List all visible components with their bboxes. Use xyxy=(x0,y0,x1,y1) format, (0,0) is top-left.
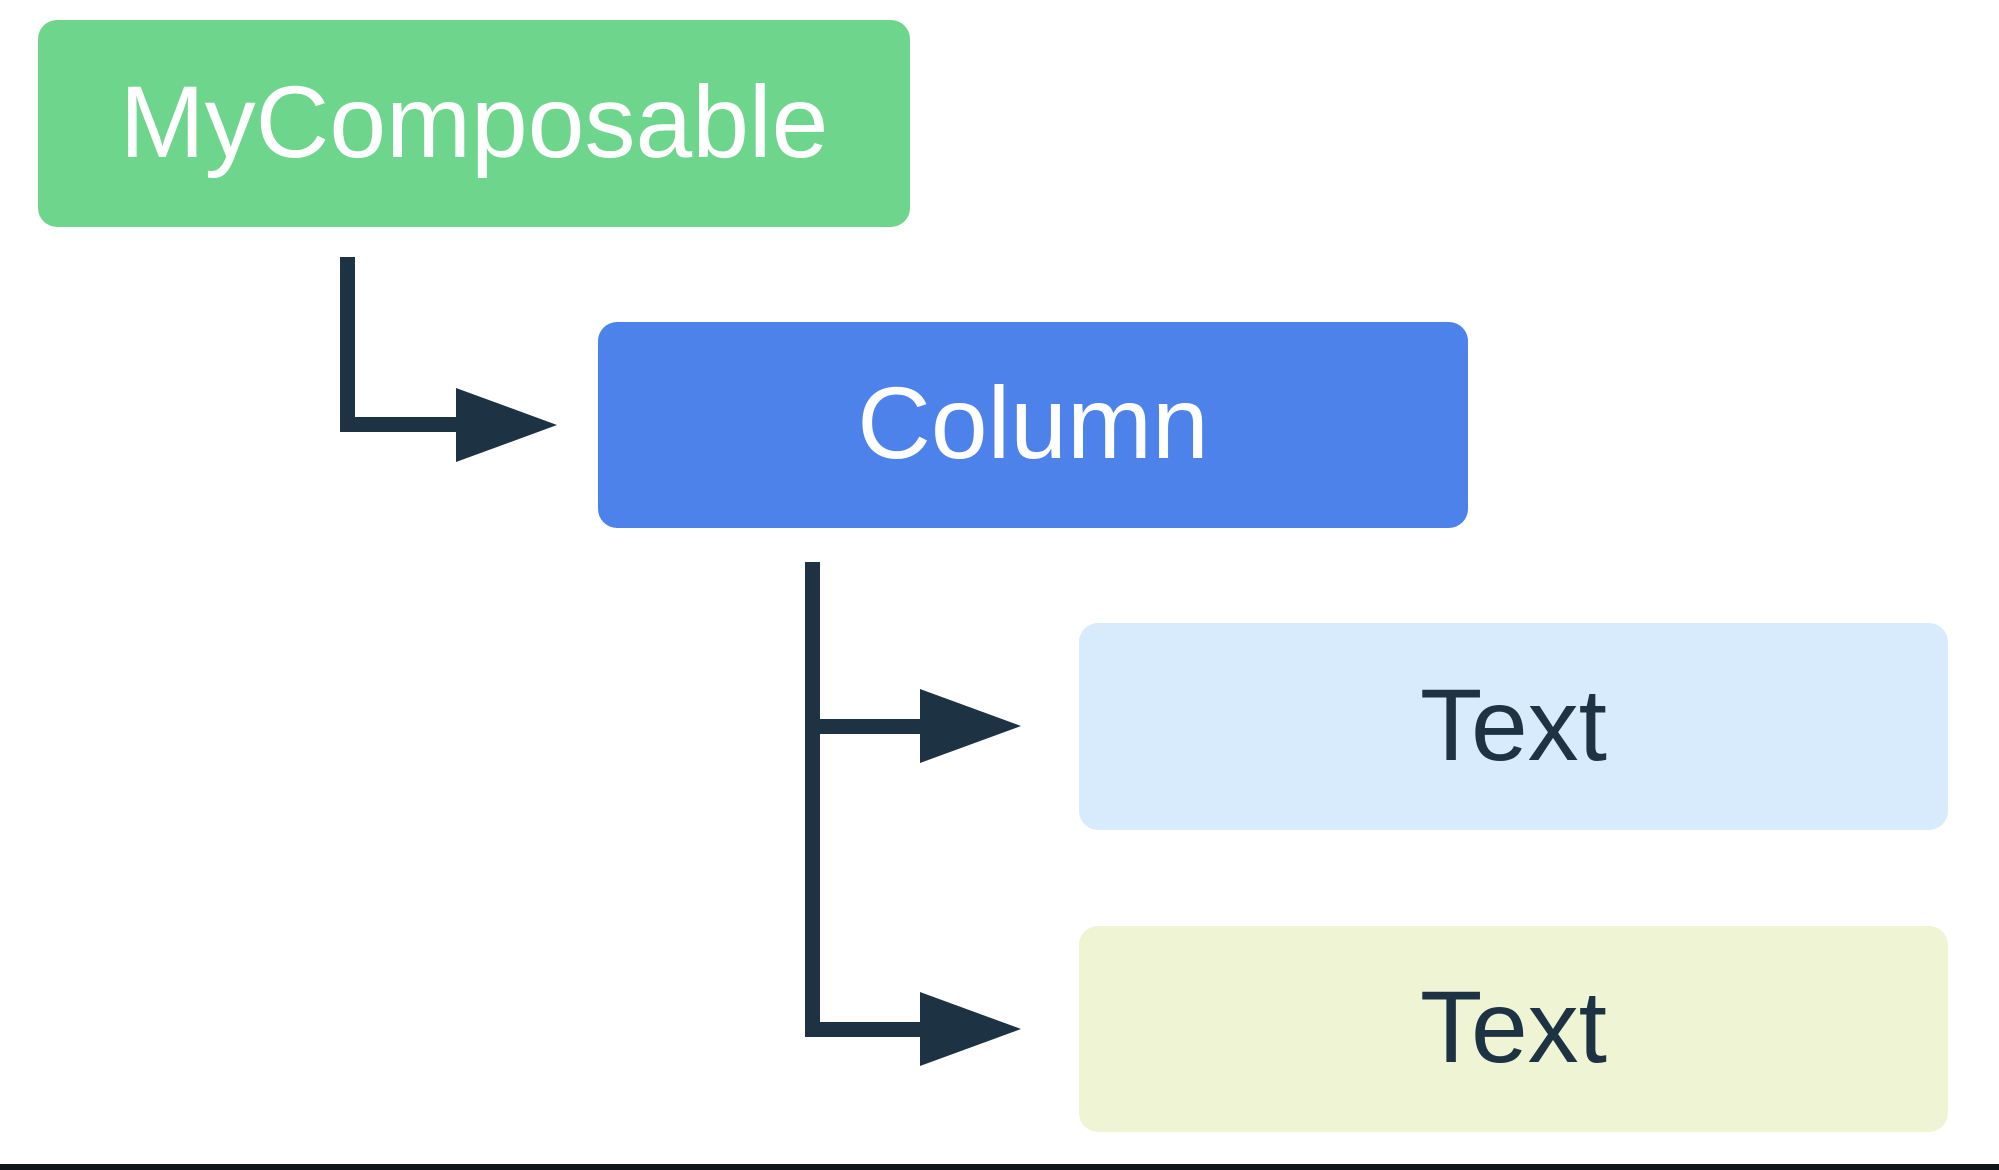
node-column: Column xyxy=(598,322,1468,528)
node-mycomposable: MyComposable xyxy=(38,20,910,227)
node-text-1: Text xyxy=(1079,623,1948,830)
edge-column-text-2-arrowhead-icon xyxy=(920,992,1021,1066)
node-text-2: Text xyxy=(1079,926,1948,1132)
edge-mycomposable-column-vertical-segment xyxy=(340,257,355,432)
bottom-border-line xyxy=(0,1164,1999,1170)
node-text-1-label: Text xyxy=(1419,667,1608,782)
edge-mycomposable-column-arrowhead-icon xyxy=(456,388,557,462)
node-text-2-label: Text xyxy=(1419,970,1608,1084)
edge-mycomposable-column-horizontal-segment xyxy=(340,417,457,432)
node-column-label: Column xyxy=(857,366,1209,480)
node-mycomposable-label: MyComposable xyxy=(119,64,829,179)
edge-column-text-1-arrowhead-icon xyxy=(920,689,1021,763)
edge-column-children-vertical-segment xyxy=(805,562,820,1037)
edge-column-text-1-horizontal-segment xyxy=(805,719,921,734)
edge-column-text-2-horizontal-segment xyxy=(805,1022,921,1037)
